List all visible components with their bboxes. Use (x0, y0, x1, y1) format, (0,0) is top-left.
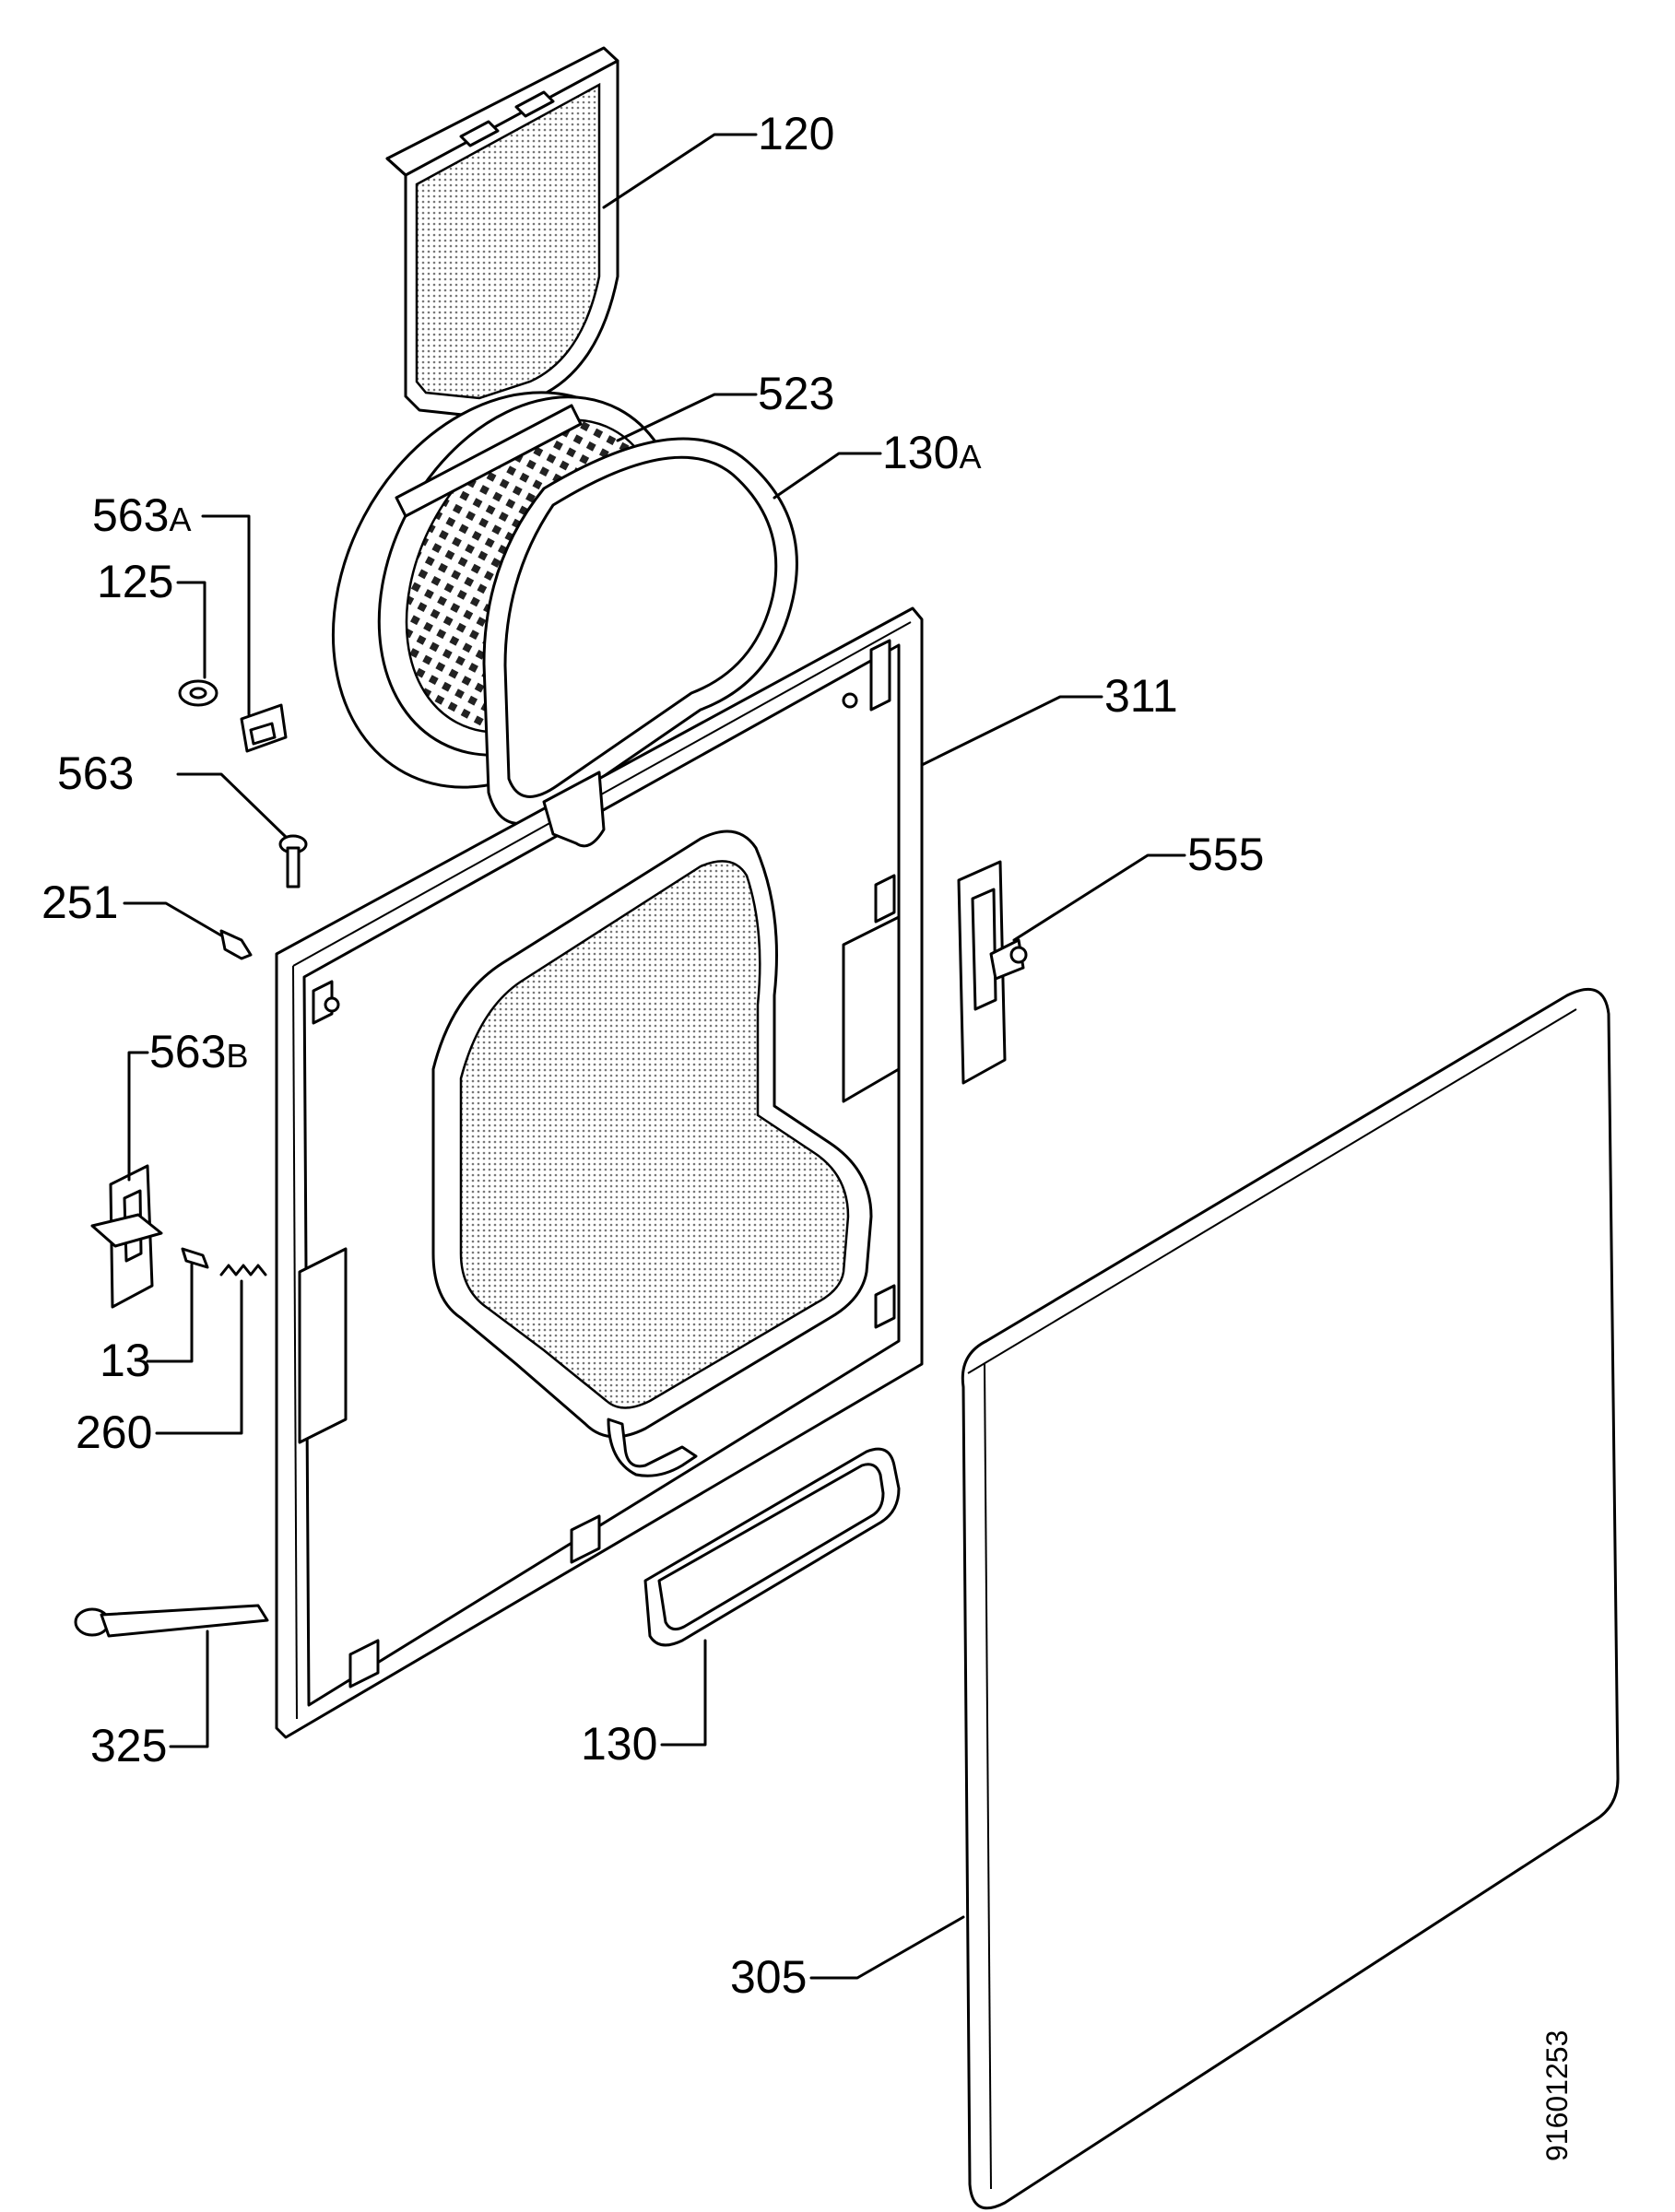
leader-251 (123, 901, 223, 937)
part-555-hinge (957, 860, 1028, 1085)
label-260: 260 (76, 1406, 152, 1458)
part-13-pin (181, 1247, 209, 1269)
label-251: 251 (41, 877, 118, 928)
part-125-washer (178, 679, 218, 707)
leader-130a (773, 452, 882, 500)
leader-555 (1012, 853, 1186, 942)
label-125: 125 (97, 556, 173, 607)
leader-130 (660, 1639, 707, 1747)
leader-125 (176, 581, 206, 679)
part-130a-gasket (482, 437, 798, 826)
label-130: 130 (581, 1718, 657, 1770)
leader-lines (123, 133, 1186, 1980)
leader-260 (155, 1279, 243, 1435)
leader-563a (201, 514, 251, 716)
label-130a: 130A (882, 427, 981, 478)
leader-13 (146, 1263, 194, 1363)
label-555: 555 (1187, 829, 1264, 880)
leader-563b (127, 1051, 149, 1182)
label-563: 563 (57, 747, 134, 799)
label-305: 305 (730, 1951, 807, 2003)
part-325-rod (74, 1604, 269, 1638)
leader-563 (176, 772, 288, 839)
leader-325 (169, 1630, 209, 1748)
leader-120 (602, 133, 758, 209)
part-311-inner-door-frame (275, 606, 924, 1739)
part-120-filter-insert (385, 46, 619, 418)
leader-311 (920, 695, 1103, 767)
label-120: 120 (758, 108, 834, 159)
drawing-number: 91601253 (1540, 2030, 1574, 2161)
part-130-gasket (643, 1447, 901, 1647)
part-563-screw (278, 834, 308, 888)
part-563b-bracket (90, 1164, 163, 1309)
part-260-spring (219, 1264, 267, 1277)
label-13: 13 (100, 1335, 151, 1386)
label-523: 523 (758, 368, 834, 419)
label-563b: 563B (149, 1026, 248, 1077)
part-305-door-panel (961, 987, 1620, 2210)
label-311: 311 (1104, 670, 1178, 722)
part-563a-catch (240, 703, 288, 753)
leader-523 (616, 393, 758, 442)
label-325: 325 (90, 1720, 167, 1771)
leader-305 (809, 1915, 965, 1980)
part-251-pin (219, 929, 253, 960)
callout-labels: 120 523 130A 563A 125 311 563 555 251 56… (41, 108, 1264, 2003)
label-563a: 563A (92, 489, 191, 541)
